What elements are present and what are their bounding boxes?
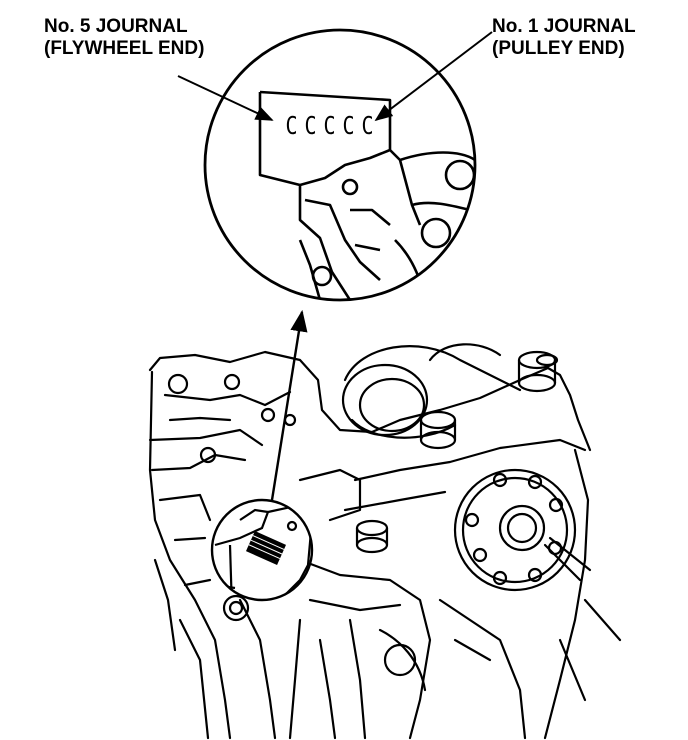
- label-no5-journal: No. 5 JOURNAL (FLYWHEEL END): [44, 16, 204, 60]
- label-no1-journal: No. 1 JOURNAL (PULLEY END): [492, 16, 636, 60]
- bolt-lower: [355, 519, 389, 554]
- leader-no5: [177, 75, 274, 121]
- label-no1-line1: No. 1 JOURNAL: [492, 16, 636, 37]
- large-magnify-circle: [203, 28, 477, 302]
- leader-no1: [374, 31, 493, 122]
- label-no5-line2: (FLYWHEEL END): [44, 38, 205, 59]
- label-no5-line1: No. 5 JOURNAL: [44, 16, 188, 37]
- connector-arrow: [270, 309, 308, 501]
- label-no1-line2: (PULLEY END): [492, 38, 625, 59]
- sprocket: [453, 468, 592, 592]
- bolt-small: [535, 353, 559, 367]
- journal-code-1: C: [361, 111, 374, 140]
- engine-block: [148, 343, 622, 740]
- hatched-rectangle-icon: [245, 531, 287, 565]
- journal-code-2: C: [342, 111, 355, 140]
- journal-code-5: C: [285, 111, 298, 140]
- journal-code-3: C: [323, 111, 336, 140]
- journal-code-4: C: [304, 111, 317, 140]
- small-magnify-circle: [210, 498, 314, 602]
- bolt-top-middle: [419, 410, 457, 450]
